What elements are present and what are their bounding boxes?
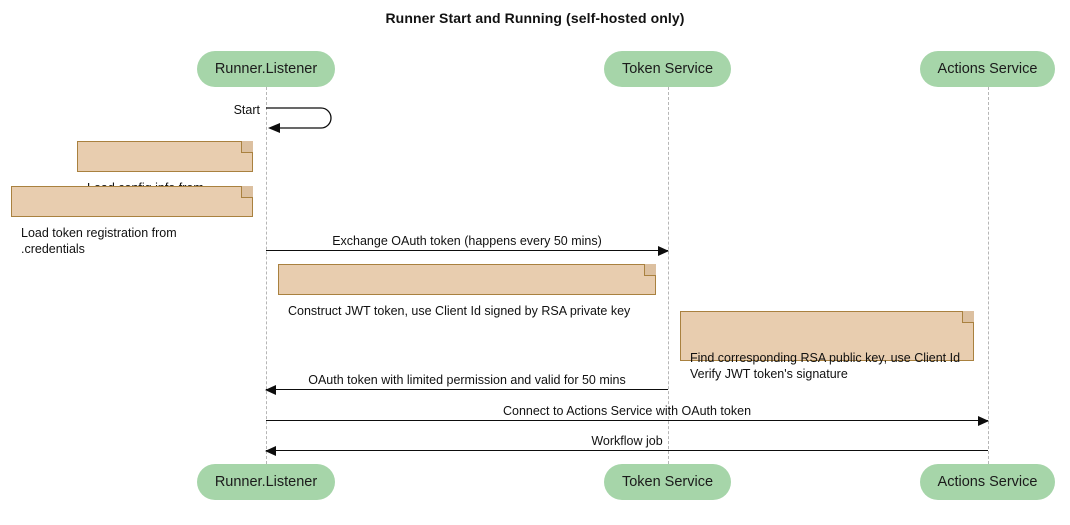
participant-token-header-label: Token Service xyxy=(621,61,714,77)
participant-actions-footer[interactable]: Actions Service xyxy=(920,464,1055,500)
participant-actions-header[interactable]: Actions Service xyxy=(920,51,1055,87)
diagram-title: Runner Start and Running (self-hosted on… xyxy=(385,10,685,26)
lifeline-token xyxy=(668,87,669,464)
lifeline-runner xyxy=(266,87,267,464)
participant-actions-header-label: Actions Service xyxy=(937,61,1038,77)
participant-token-footer[interactable]: Token Service xyxy=(604,464,731,500)
note-load-token-registration-text: Load token registration from .credential… xyxy=(21,226,177,256)
participant-actions-footer-label: Actions Service xyxy=(937,474,1038,490)
message-workflow-job[interactable] xyxy=(265,446,988,456)
note-load-config: Load config info from .runner xyxy=(77,141,253,211)
note-verify-jwt-text: Find corresponding RSA public key, use C… xyxy=(690,351,961,381)
note-construct-jwt: Construct JWT token, use Client Id signe… xyxy=(278,264,656,318)
arrowhead-left-icon xyxy=(265,385,276,395)
lifeline-actions xyxy=(988,87,989,464)
message-oauth-return[interactable] xyxy=(265,385,668,395)
message-label-connect-actions: Connect to Actions Service with OAuth to… xyxy=(502,404,752,418)
participant-runner-header[interactable]: Runner.Listener xyxy=(197,51,335,87)
participant-token-header[interactable]: Token Service xyxy=(604,51,731,87)
message-exchange-oauth[interactable] xyxy=(266,246,669,256)
arrowhead-left-icon xyxy=(265,446,276,456)
message-label-workflow-job: Workflow job xyxy=(591,434,663,448)
participant-runner-header-label: Runner.Listener xyxy=(214,61,318,77)
note-fold-corner-icon xyxy=(241,186,253,198)
arrowhead-right-icon xyxy=(658,246,669,256)
participant-runner-footer[interactable]: Runner.Listener xyxy=(197,464,335,500)
note-fold-corner-icon xyxy=(962,311,974,323)
arrowhead-right-icon xyxy=(978,416,989,426)
note-verify-jwt: Find corresponding RSA public key, use C… xyxy=(680,311,974,381)
message-label-exchange-oauth: Exchange OAuth token (happens every 50 m… xyxy=(332,234,602,248)
note-fold-corner-icon xyxy=(241,141,253,153)
note-load-token-registration: Load token registration from .credential… xyxy=(11,186,253,256)
message-label-oauth-return: OAuth token with limited permission and … xyxy=(308,373,626,387)
message-label-start: Start xyxy=(233,103,260,117)
participant-runner-footer-label: Runner.Listener xyxy=(214,474,318,490)
message-start-selfloop[interactable] xyxy=(266,104,346,133)
message-connect-actions[interactable] xyxy=(266,416,989,426)
note-fold-corner-icon xyxy=(644,264,656,276)
note-construct-jwt-text: Construct JWT token, use Client Id signe… xyxy=(288,304,631,318)
participant-token-footer-label: Token Service xyxy=(621,474,714,490)
